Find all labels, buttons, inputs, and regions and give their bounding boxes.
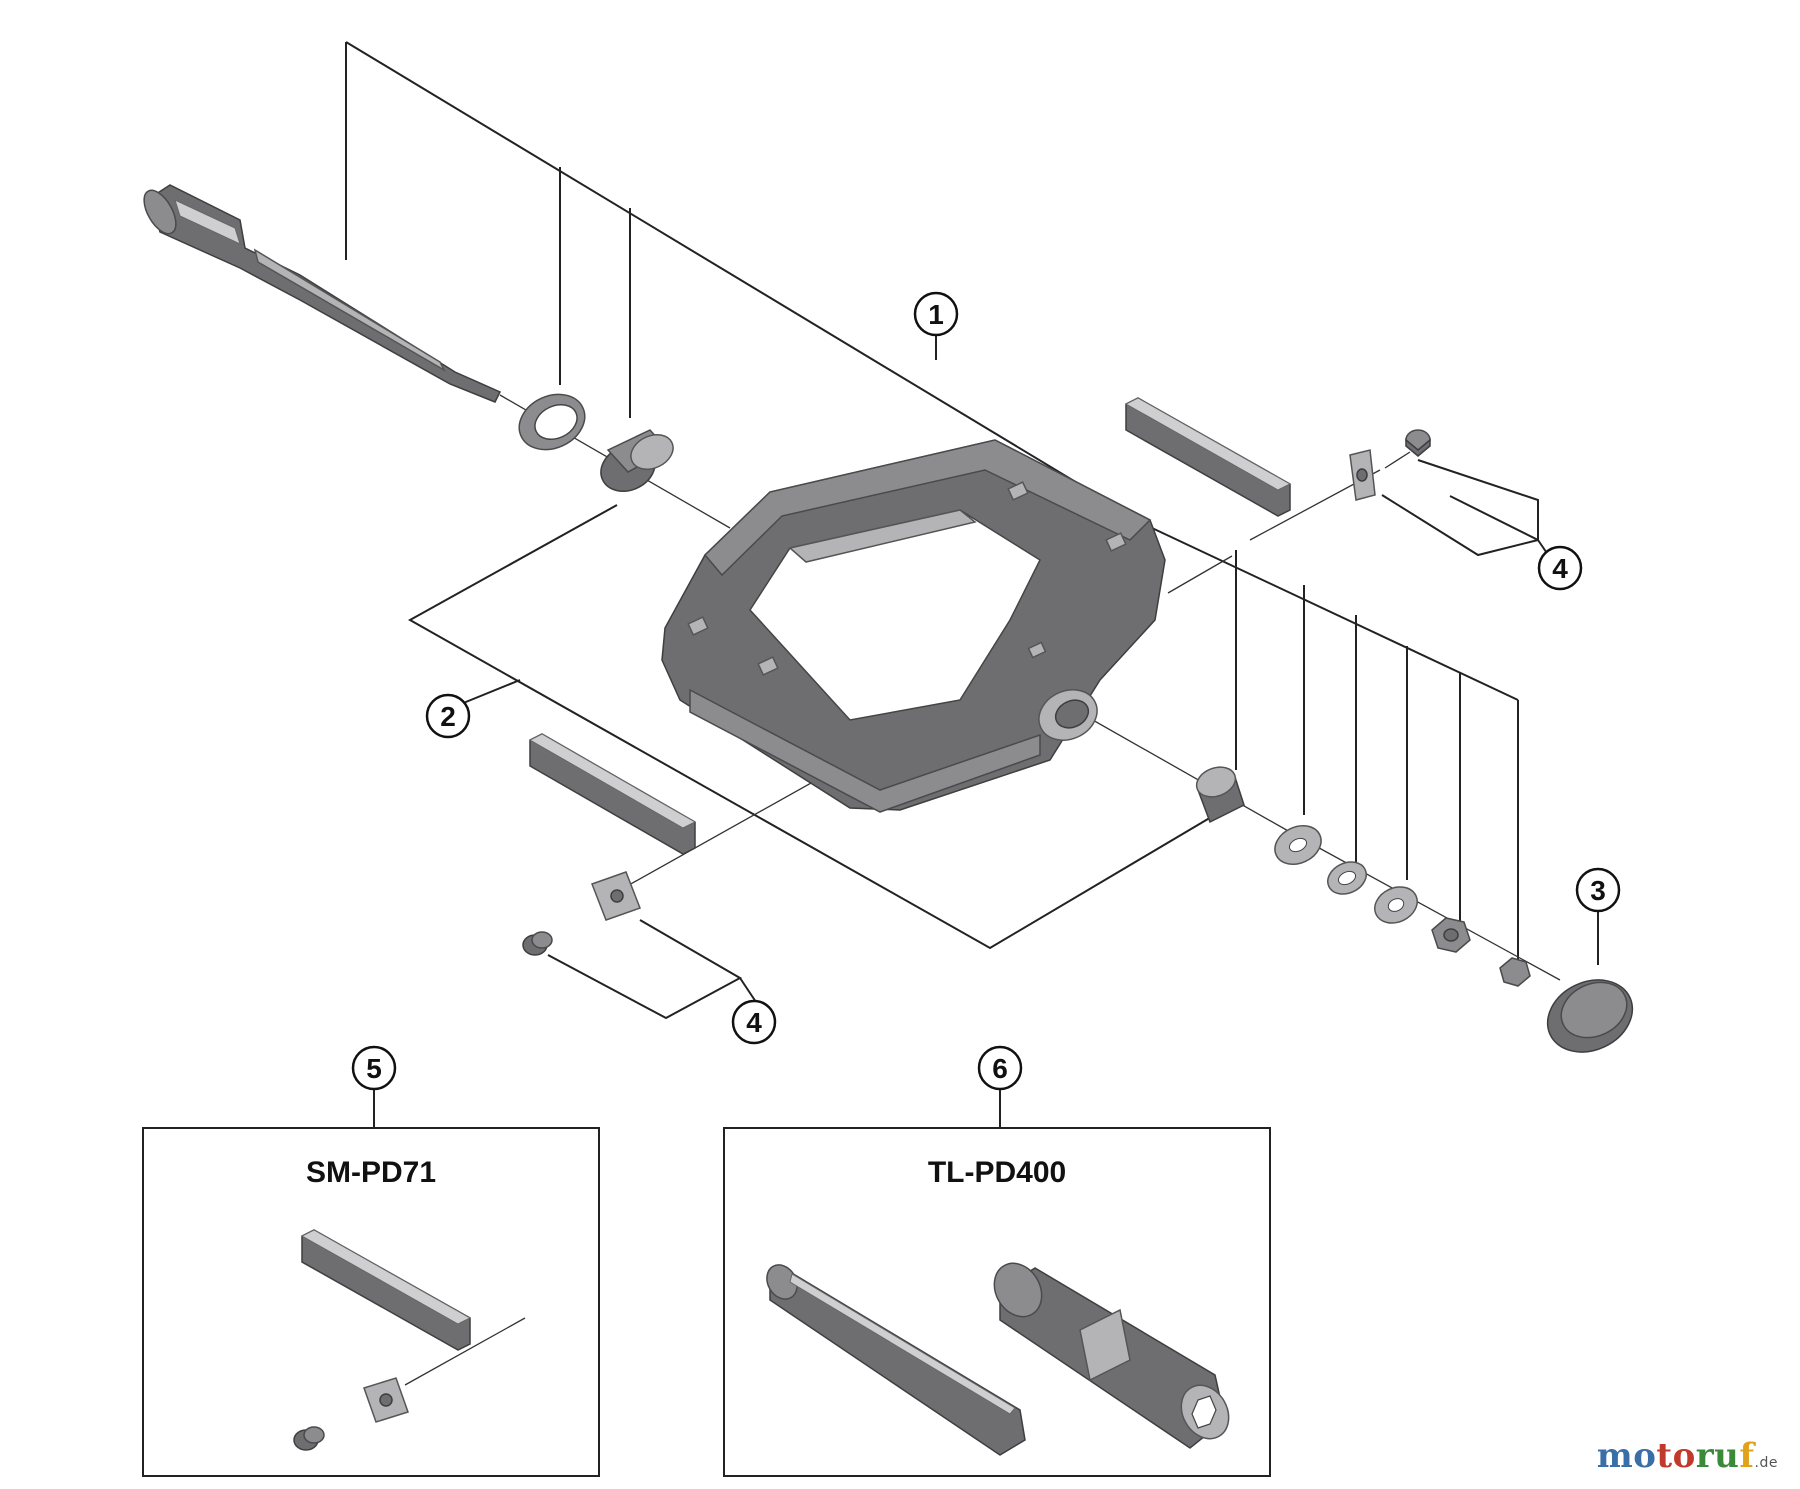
callout-5: 5 bbox=[351, 1045, 397, 1091]
pad-screw-left bbox=[522, 931, 553, 956]
tool-socket bbox=[993, 1262, 1230, 1449]
box-tl-pd400: TL-PD400 bbox=[723, 1127, 1271, 1477]
watermark-logo: motoruf.de bbox=[1596, 1436, 1778, 1476]
callout-2: 2 bbox=[425, 693, 471, 739]
svg-text:6: 6 bbox=[992, 1053, 1008, 1084]
callout-4-left: 4 bbox=[731, 999, 777, 1045]
seal-ring bbox=[518, 393, 586, 451]
svg-text:1: 1 bbox=[928, 299, 944, 330]
svg-text:5: 5 bbox=[366, 1053, 382, 1084]
pedal-body bbox=[661, 439, 1166, 813]
box-tl-pd400-title: TL-PD400 bbox=[928, 1156, 1066, 1189]
kit-traction-pad bbox=[300, 1229, 472, 1351]
small-nut bbox=[1499, 957, 1531, 987]
pad-holder-right bbox=[1349, 449, 1376, 501]
traction-pad-right bbox=[1124, 397, 1292, 517]
callout-6: 6 bbox=[977, 1045, 1023, 1091]
tool-shaft bbox=[766, 1264, 1026, 1456]
callout-3: 3 bbox=[1575, 867, 1621, 913]
bushing bbox=[600, 429, 674, 492]
washer-3 bbox=[1374, 886, 1418, 924]
box-sm-pd71: SM-PD71 bbox=[142, 1127, 600, 1477]
pad-screw-right bbox=[1405, 429, 1431, 457]
svg-text:3: 3 bbox=[1590, 875, 1606, 906]
svg-text:4: 4 bbox=[746, 1007, 762, 1038]
washer-1 bbox=[1274, 825, 1322, 865]
traction-pad-left bbox=[528, 733, 697, 855]
svg-text:4: 4 bbox=[1552, 553, 1568, 584]
inner-bushing bbox=[1195, 766, 1245, 824]
dust-cap bbox=[1546, 979, 1634, 1053]
washer-2 bbox=[1327, 861, 1367, 895]
box-sm-pd71-title: SM-PD71 bbox=[306, 1156, 436, 1189]
lock-nut bbox=[1431, 917, 1471, 953]
pedal-axle-spindle bbox=[143, 184, 502, 403]
callout-1: 1 bbox=[913, 291, 959, 337]
callout-4-right: 4 bbox=[1537, 545, 1583, 591]
kit-pad-screw bbox=[293, 1426, 325, 1451]
pad-holder-left bbox=[591, 871, 641, 921]
kit-pad-holder bbox=[363, 1377, 409, 1423]
svg-text:2: 2 bbox=[440, 701, 456, 732]
